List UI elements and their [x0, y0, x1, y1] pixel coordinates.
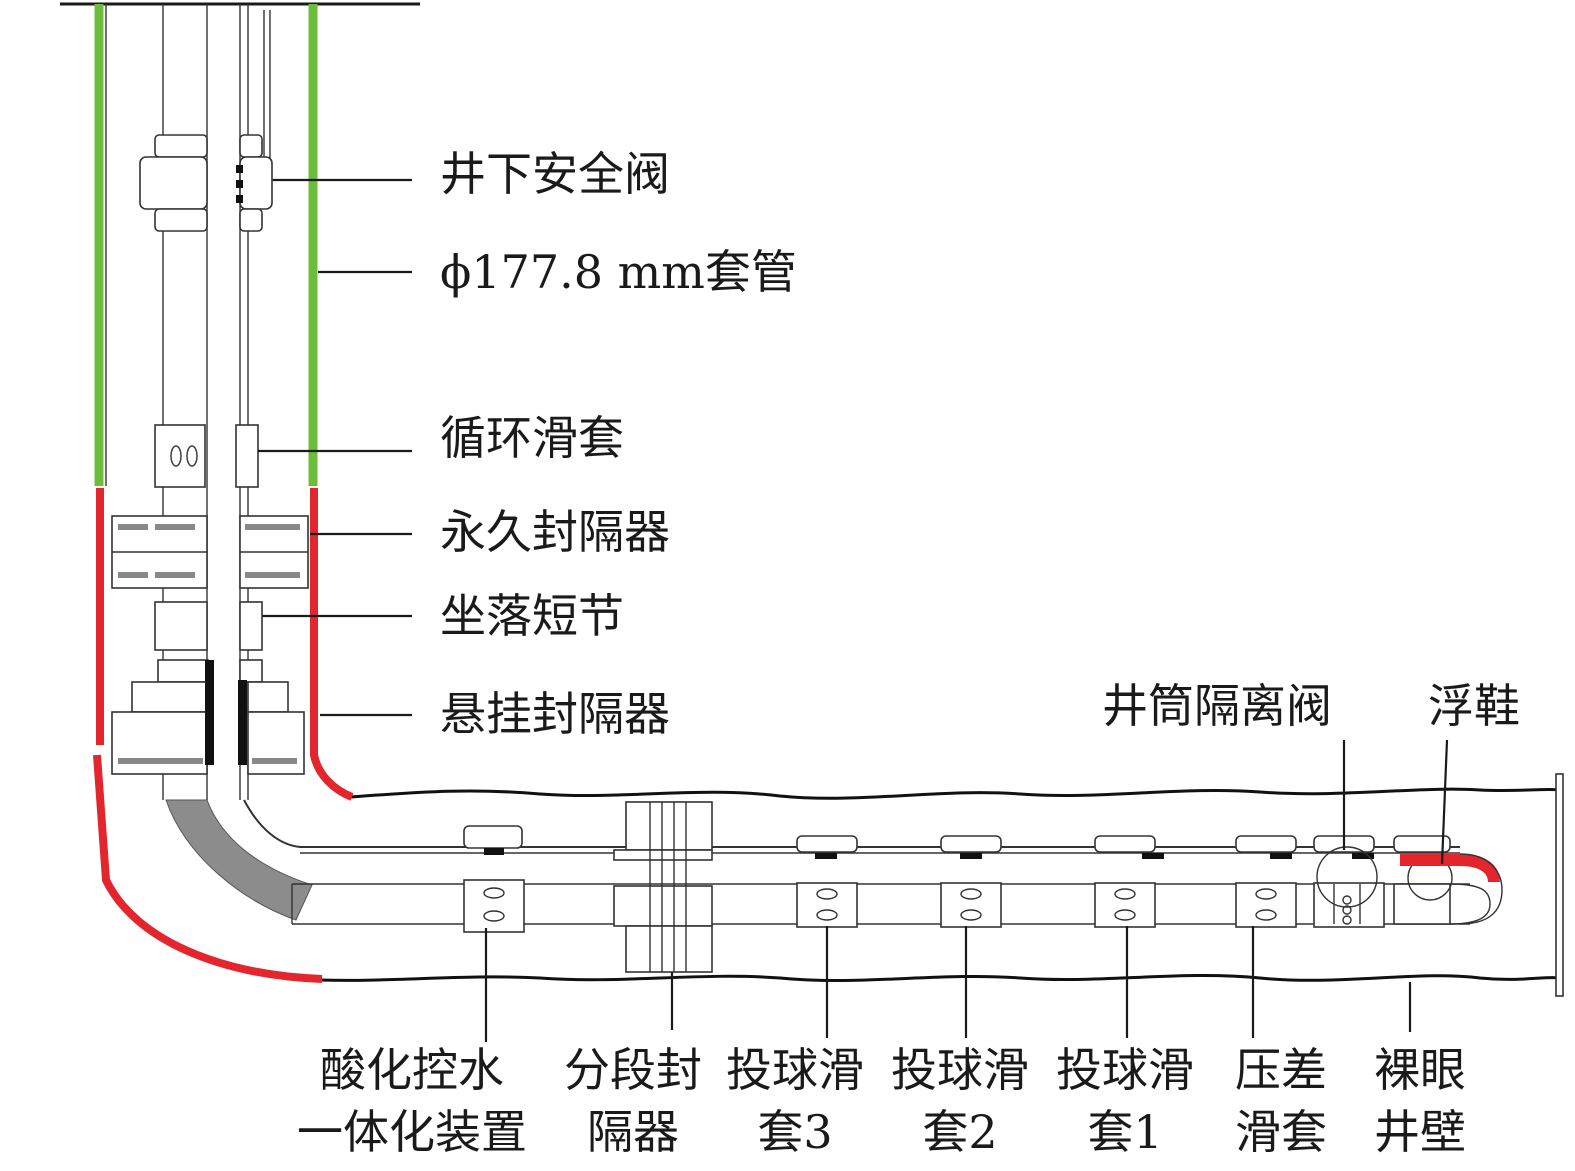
bottom-label-line1: 投球滑: [726, 1043, 864, 1097]
liner-right-curve: [310, 488, 354, 801]
bottom-label-line2: 套2: [922, 1105, 997, 1159]
differential-sleeve: [1235, 835, 1297, 928]
float-shoe: [1393, 835, 1503, 925]
circulating-sleeve: [154, 424, 259, 488]
bottom-label-line2: 隔器: [587, 1105, 679, 1159]
open-hole-wall-upper: [349, 787, 1561, 800]
label-float-shoe: 浮鞋: [1428, 679, 1520, 733]
label-circulating-sleeve: 循环滑套: [440, 411, 624, 465]
hole-end-cap: [1555, 773, 1564, 997]
bottom-label-line1: 分段封: [564, 1043, 702, 1097]
isolation-valve: [1313, 835, 1385, 928]
ball-sleeve-1: [1094, 835, 1164, 928]
label-permanent-packer: 永久封隔器: [440, 505, 670, 559]
cement-sheath: [165, 799, 313, 921]
bottom-label-line2: 滑套: [1235, 1105, 1327, 1159]
label-hanger-packer: 悬挂封隔器: [440, 687, 670, 741]
ball-sleeve-3: [796, 835, 858, 928]
label-isolation-valve: 井筒隔离阀: [1102, 679, 1332, 733]
bottom-label-line2: 套1: [1087, 1105, 1162, 1159]
stage-packer: [613, 801, 713, 973]
label-safety-valve: 井下安全阀: [440, 147, 670, 201]
leader-lines: [258, 178, 1449, 1042]
bottom-label-line2: 井壁: [1374, 1105, 1466, 1159]
bottom-labels: 酸化控水 一体化装置 分段封 隔器 投球滑 套3 投球滑 套2 投球滑 套1 压…: [297, 1043, 1466, 1159]
open-hole-wall-lower: [319, 973, 1561, 983]
bottom-label-line1: 压差: [1235, 1043, 1327, 1097]
bottom-label-line1: 酸化控水: [320, 1043, 504, 1097]
bottom-label-line1: 投球滑: [891, 1043, 1029, 1097]
liner-group: [93, 488, 354, 983]
bottom-label-line2: 套3: [757, 1105, 832, 1159]
safety-valve: [139, 134, 273, 232]
ball-sleeve-2: [940, 835, 1002, 928]
bottom-label-line1: 裸眼: [1374, 1043, 1466, 1097]
label-casing: ϕ177.8 mm套管: [440, 245, 797, 299]
label-landing-nipple: 坐落短节: [440, 589, 624, 643]
liner-left-curve: [93, 754, 323, 983]
control-line: [243, 799, 1460, 848]
acidizing-device: [463, 825, 525, 933]
bottom-label-line2: 一体化装置: [297, 1105, 527, 1159]
bottom-label-line1: 投球滑: [1056, 1043, 1194, 1097]
liner-hanger-packer: [111, 659, 305, 775]
permanent-packer: [111, 515, 309, 589]
casing-group: [94, 4, 318, 486]
landing-nipple: [154, 601, 263, 651]
